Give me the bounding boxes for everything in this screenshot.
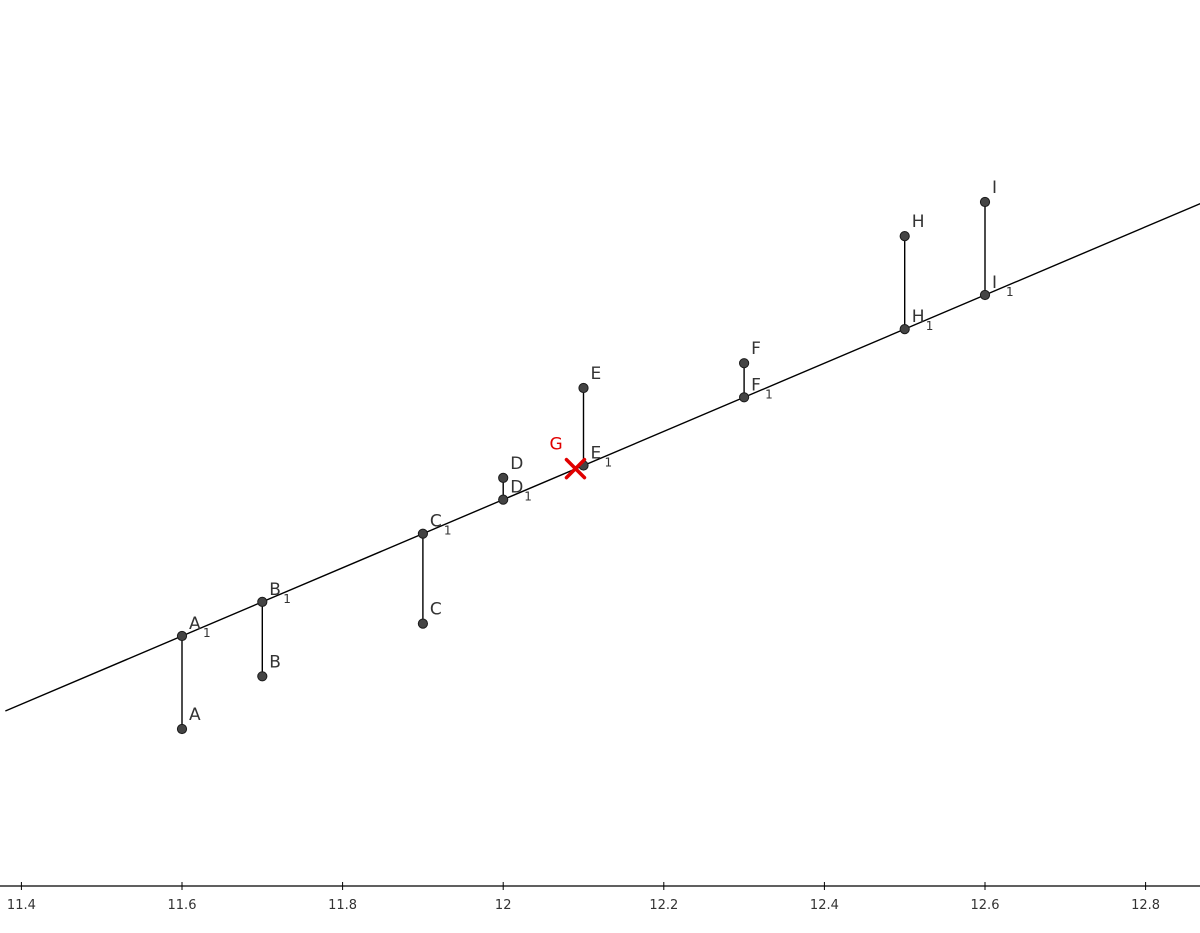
projected-point-label: E [591, 444, 602, 464]
data-point-label: H [912, 212, 925, 232]
projected-point-label: H [912, 307, 925, 327]
x-tick-label: 11.6 [168, 898, 197, 913]
projected-point-label: I [992, 273, 997, 293]
regression-line[interactable] [5, 202, 1200, 712]
data-point-label: D [510, 454, 523, 474]
projected-point-label: D [510, 478, 523, 498]
data-point-d[interactable] [498, 472, 509, 483]
projected-point-subscript: 1 [605, 456, 613, 470]
x-tick-label: 11.8 [328, 898, 357, 913]
data-point-c[interactable] [417, 618, 428, 629]
projected-point-subscript: 1 [524, 490, 532, 504]
x-tick-label: 12.4 [810, 898, 839, 913]
projected-point-c1[interactable] [417, 528, 428, 539]
projected-point-subscript: 1 [444, 524, 452, 538]
data-point-f[interactable] [739, 358, 750, 369]
x-tick-label: 12.8 [1131, 898, 1160, 913]
projected-point-f1[interactable] [739, 392, 750, 403]
projected-point-label: C [430, 512, 442, 532]
projected-point-subscript: 1 [765, 387, 773, 401]
x-tick-label: 11.4 [7, 898, 36, 913]
data-point-h[interactable] [899, 231, 910, 242]
projected-point-d1[interactable] [498, 494, 509, 505]
data-point-label: F [751, 339, 761, 359]
projected-point-subscript: 1 [1006, 285, 1014, 299]
data-point-e[interactable] [578, 382, 589, 394]
x-tick-label: 12.6 [971, 898, 1000, 913]
projected-point-label: A [189, 614, 201, 634]
projected-point-subscript: 1 [283, 592, 291, 606]
data-point-b[interactable] [257, 671, 268, 682]
projected-point-label: F [751, 375, 761, 395]
x-tick-label: 12 [495, 898, 512, 913]
data-point-i[interactable] [979, 196, 991, 208]
data-point-label: C [430, 600, 442, 620]
projected-point-label: B [269, 580, 281, 600]
projected-point-a1[interactable] [176, 630, 188, 642]
data-point-label: I [992, 178, 997, 198]
data-point-label: E [591, 364, 602, 384]
projected-point-h1[interactable] [899, 324, 910, 335]
centroid-marker-stroke-b[interactable] [564, 457, 587, 480]
data-point-label: B [269, 652, 281, 672]
x-tick-label: 12.2 [649, 898, 678, 913]
data-point-label: A [189, 705, 201, 725]
projected-point-subscript: 1 [203, 626, 211, 640]
centroid-label: G [549, 435, 562, 455]
x-axis-ticks: 11.4 11.6 11.8 12 12.2 12.4 12.6 12.8 [7, 882, 1160, 913]
regression-line-layer [5, 202, 1200, 712]
projected-point-i1[interactable] [979, 289, 991, 301]
centroid-layer: G [549, 435, 587, 480]
projected-point-b1[interactable] [257, 596, 268, 608]
data-point-a[interactable] [176, 723, 188, 735]
data-points [176, 196, 991, 735]
projected-point-subscript: 1 [926, 319, 934, 333]
